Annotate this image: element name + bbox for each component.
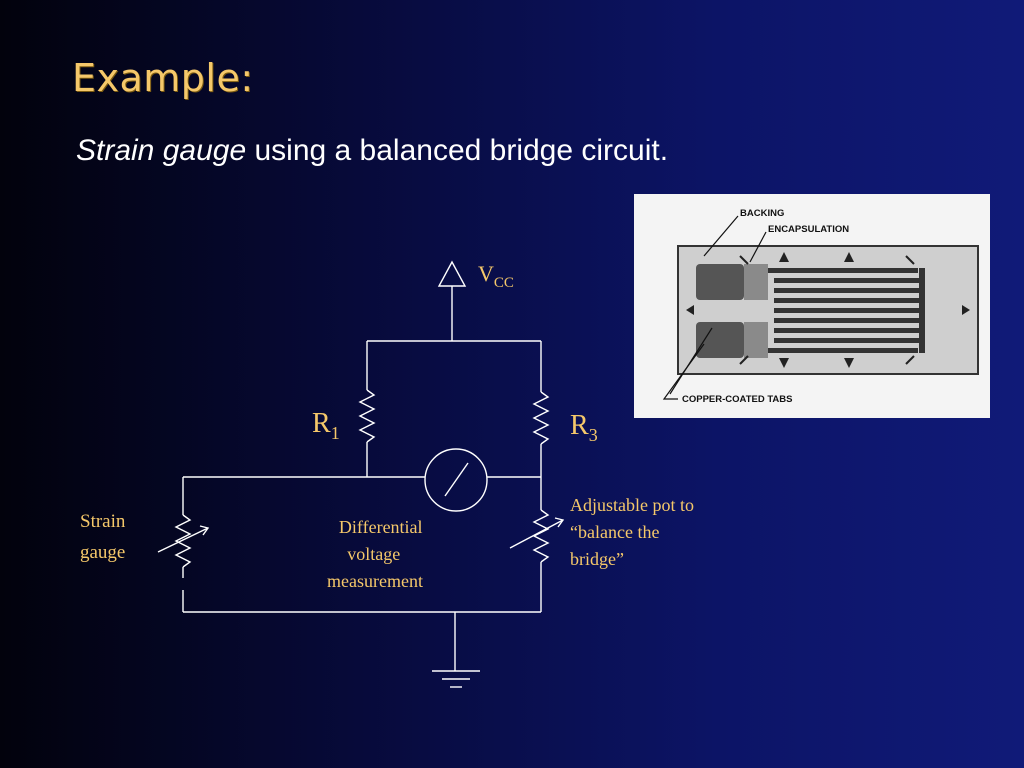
pot-arrow [509, 519, 564, 549]
photo-label-backing: BACKING [740, 208, 784, 219]
vcc-source-symbol [437, 260, 467, 287]
adjustable-pot-label: Adjustable pot to “balance the bridge” [570, 495, 699, 569]
voltmeter-icon [424, 448, 488, 512]
r3-label: R3 [570, 410, 598, 445]
photo-label-copper-tabs: COPPER-COATED TABS [682, 394, 792, 405]
strain-gauge-photo: BACKING ENCAPSULATION COPPER-COATED TABS [634, 194, 990, 418]
subtitle-italic: Strain gauge [76, 134, 247, 167]
slide-title: Example: [72, 56, 254, 100]
adjustable-pot-resistor [532, 509, 550, 563]
resistor-r1 [358, 389, 376, 443]
ground-symbol [432, 670, 480, 688]
r1-label: R1 [312, 408, 340, 443]
photo-label-encapsulation: ENCAPSULATION [768, 224, 849, 235]
strain-gauge-resistor [174, 514, 192, 568]
differential-voltage-label: Differential voltage measurement [327, 517, 427, 591]
strain-gauge-arrow [157, 527, 209, 553]
resistor-r3 [532, 391, 550, 445]
slide-subtitle: Strain gauge using a balanced bridge cir… [76, 134, 668, 168]
subtitle-rest: using a balanced bridge circuit. [246, 134, 669, 167]
strain-gauge-label: Strain gauge [80, 511, 130, 563]
vcc-label: VCC [478, 261, 514, 291]
